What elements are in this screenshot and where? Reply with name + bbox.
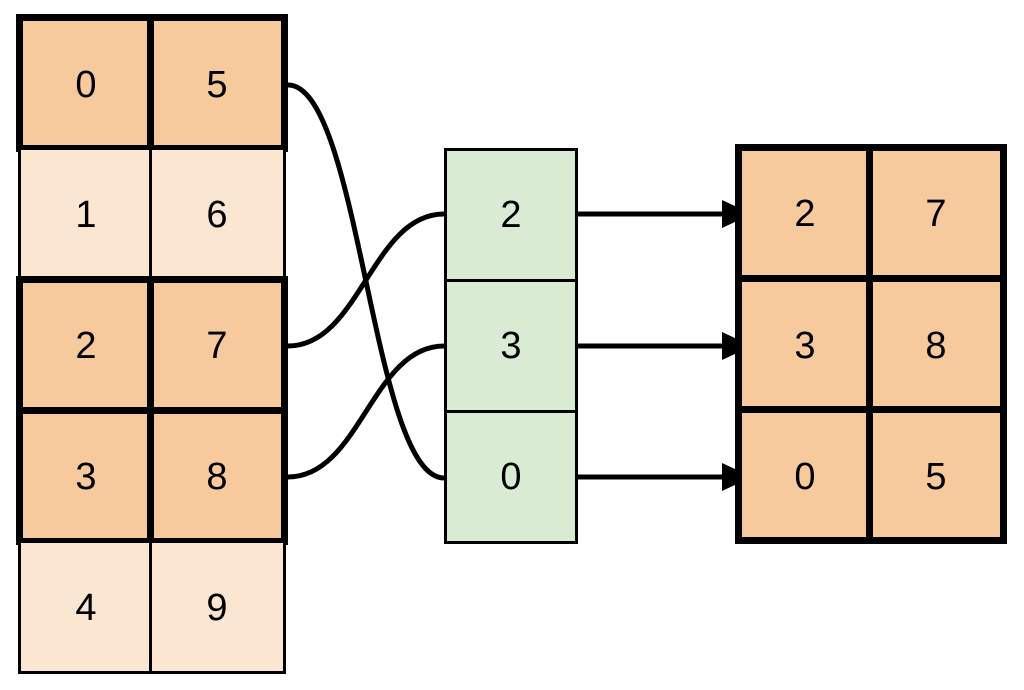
source-row-0[interactable]: 0 5: [16, 14, 288, 152]
source-cell-label: 0: [75, 64, 96, 106]
result-cell-1-0[interactable]: [735, 275, 876, 413]
source-cell-label: 5: [206, 64, 227, 106]
index-cell-label: 2: [500, 194, 521, 236]
source-cell-label: 3: [75, 456, 96, 498]
link-source-row-2-to-index-0: [285, 211, 447, 349]
result-cell-label: 7: [925, 193, 946, 235]
result-arrows: [578, 200, 752, 491]
result-row-1[interactable]: 3 8: [735, 275, 1007, 413]
result-row-0[interactable]: 2 7: [735, 144, 1007, 282]
result-array: 2 7 3 8 0 5: [735, 144, 1007, 544]
source-cell-label: 4: [75, 587, 96, 629]
index-cell-label: 3: [500, 325, 521, 367]
arrow-index-0-to-result-row-0: [578, 200, 752, 228]
result-row-2[interactable]: 0 5: [735, 406, 1007, 544]
index-cell-2[interactable]: [444, 410, 578, 544]
source-cell-label: 7: [206, 325, 227, 367]
result-cell-0-0[interactable]: [735, 144, 876, 282]
result-cell-label: 8: [925, 325, 946, 367]
source-row-4[interactable]: 4 9: [18, 540, 286, 674]
source-cell-label: 2: [75, 325, 96, 367]
result-cell-0-1[interactable]: [866, 144, 1007, 282]
source-cell-4-0[interactable]: [18, 540, 155, 674]
source-cell-label: 6: [206, 194, 227, 236]
source-cell-label: 9: [206, 587, 227, 629]
index-cell-1[interactable]: [444, 279, 578, 413]
source-row-3[interactable]: 3 8: [16, 407, 288, 545]
index-array: 2 3 0: [444, 148, 578, 544]
index-cell-label: 0: [500, 456, 521, 498]
arrow-index-1-to-result-row-1: [578, 332, 752, 360]
source-cell-2-1[interactable]: [147, 276, 288, 414]
index-cell-0[interactable]: [444, 148, 578, 282]
result-cell-2-1[interactable]: [866, 406, 1007, 544]
source-array: 0 5 1 6 2 7 3 8: [16, 14, 288, 674]
source-cell-label: 8: [206, 456, 227, 498]
result-cell-label: 3: [794, 325, 815, 367]
result-cell-label: 5: [925, 456, 946, 498]
source-cell-1-1[interactable]: [149, 147, 286, 281]
source-row-2[interactable]: 2 7: [16, 276, 288, 414]
source-cell-label: 1: [75, 194, 96, 236]
arrow-index-2-to-result-row-2: [578, 463, 752, 491]
connector-curves: [285, 82, 447, 481]
source-cell-3-1[interactable]: [147, 407, 288, 545]
link-source-row-3-to-index-1: [285, 343, 447, 480]
source-row-1[interactable]: 1 6: [18, 147, 286, 281]
result-cell-label: 0: [794, 456, 815, 498]
source-cell-4-1[interactable]: [149, 540, 286, 674]
result-cell-1-1[interactable]: [866, 275, 1007, 413]
result-cell-label: 2: [794, 193, 815, 235]
